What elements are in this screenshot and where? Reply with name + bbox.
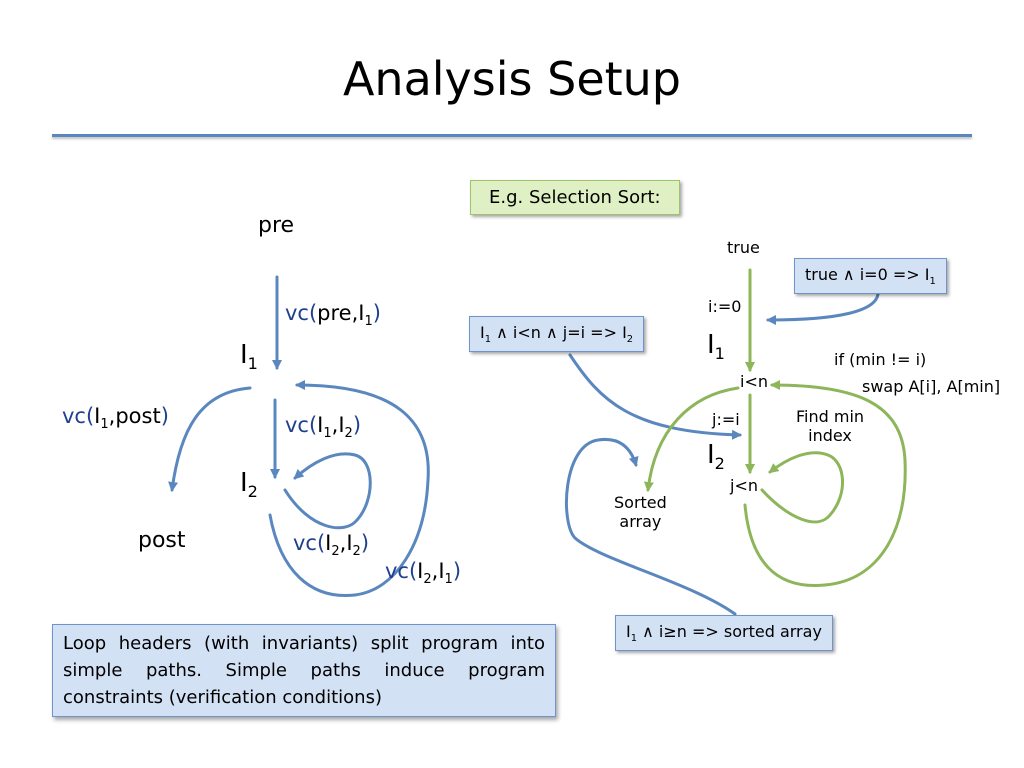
label-I2-left: I2 [240,468,258,502]
edge-inner-to-outer [743,380,907,588]
label-init: i:=0 [708,297,742,316]
box-loop-exit: I1 ∧ i≥n => sorted array [615,615,833,652]
label-I1-right: I1 [707,330,725,364]
label-true: true [727,238,760,257]
box-inner-entry: I1 ∧ i<n ∧ j=i => I2 [469,316,645,353]
vc-i2-i2: vc(I2,I2) [293,531,370,560]
label-I1-left: I1 [240,340,258,374]
vc-i2-i1: vc(I2,I1) [385,559,462,588]
vc-i1-i2: vc(I1,I2) [285,413,362,442]
edge-i2-to-i1 [268,380,430,598]
page-title: Analysis Setup [342,52,682,106]
label-inner-cond: j<n [730,476,758,495]
edge-i2-self-loop [283,452,372,530]
edge-box-exit-to-sorted [565,438,737,616]
label-post: post [138,528,186,553]
edge-inner-self-loop [760,451,844,524]
summary-note: Loop headers (with invariants) split pro… [52,624,556,717]
label-I2-right: I2 [707,440,725,474]
label-swap-1: if (min != i) [834,350,927,369]
edge-box-true-to-init [766,289,880,325]
label-outer-cond: i<n [740,372,768,391]
title-divider [52,134,972,137]
vc-i1-post: vc(I1,post) [62,404,169,433]
label-pre: pre [258,213,295,238]
vc-pre-i1: vc(pre,I1) [285,301,381,330]
edge-outer-to-sorted [643,386,740,492]
edge-i1-to-post [168,386,252,492]
label-swap-2: swap A[i], A[min] [862,377,1001,396]
box-true-implies-i1: true ∧ i=0 => I1 [794,258,947,295]
example-label-box: E.g. Selection Sort: [470,180,680,215]
label-inner-init: j:=i [712,410,740,429]
edge-box-inner-to-j [568,353,742,440]
